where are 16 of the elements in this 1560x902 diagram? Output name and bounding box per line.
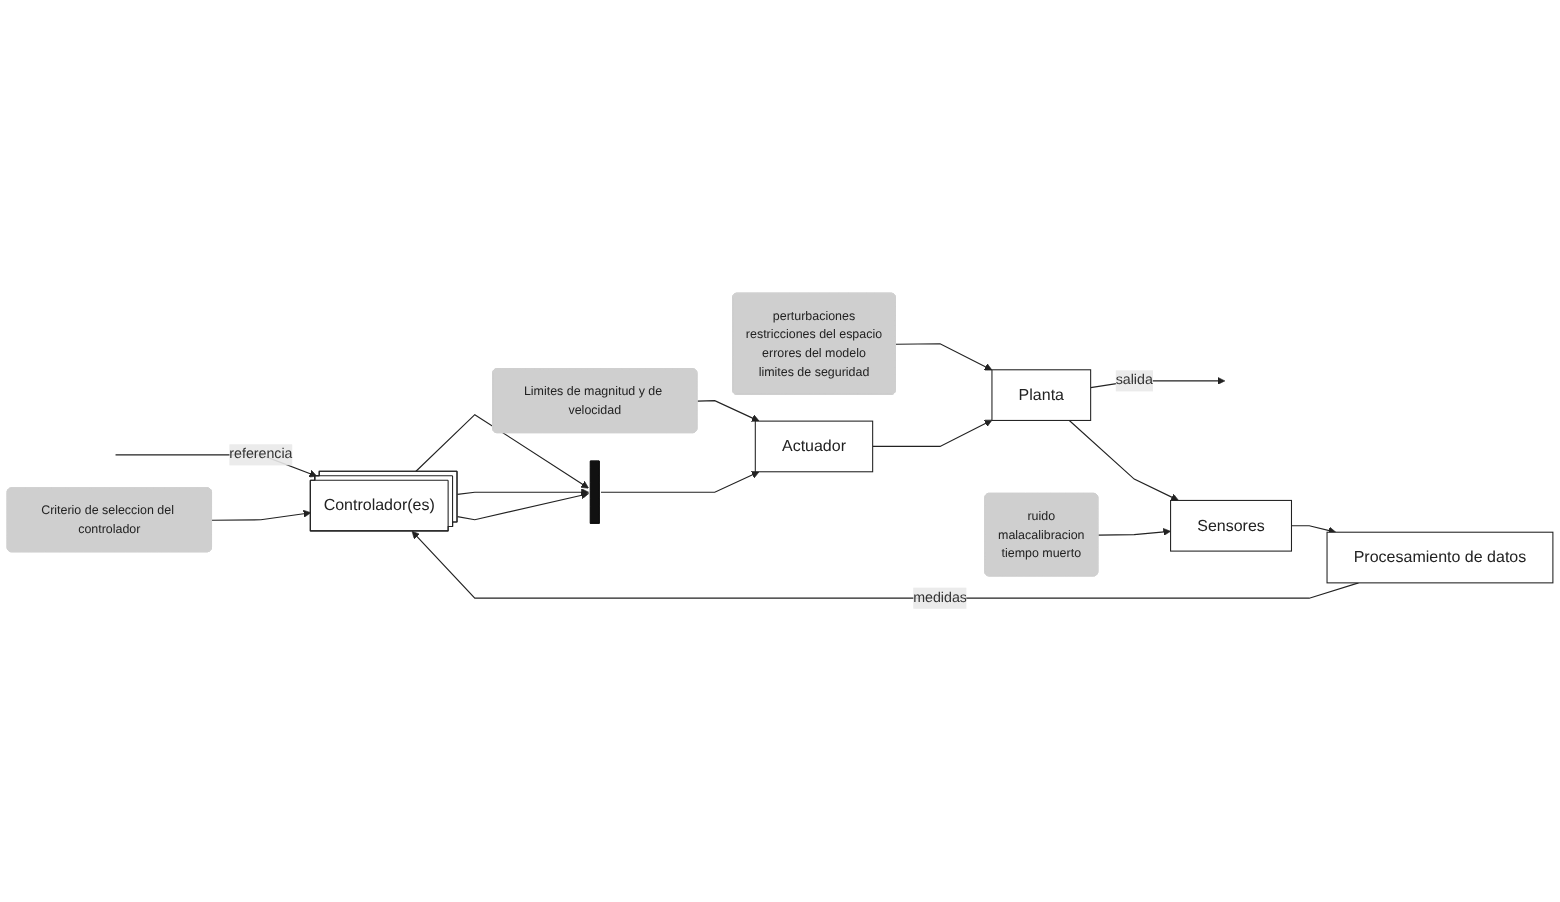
node-box: Sensores bbox=[1170, 499, 1293, 552]
arrow bbox=[1290, 525, 1337, 535]
arrow bbox=[600, 471, 760, 493]
node-box: Planta bbox=[991, 369, 1092, 421]
arrow bbox=[411, 530, 1360, 599]
arrow bbox=[211, 509, 312, 521]
arrow bbox=[456, 491, 589, 521]
arrow bbox=[456, 488, 589, 497]
arrow bbox=[1068, 419, 1179, 501]
arrow bbox=[1097, 528, 1171, 536]
node-box: Procesamiento de datos bbox=[1326, 531, 1554, 584]
arrow bbox=[696, 400, 760, 422]
arrow bbox=[872, 419, 993, 448]
arrow bbox=[414, 413, 589, 489]
node-box: Actuador bbox=[754, 420, 874, 473]
arrow bbox=[895, 343, 993, 371]
